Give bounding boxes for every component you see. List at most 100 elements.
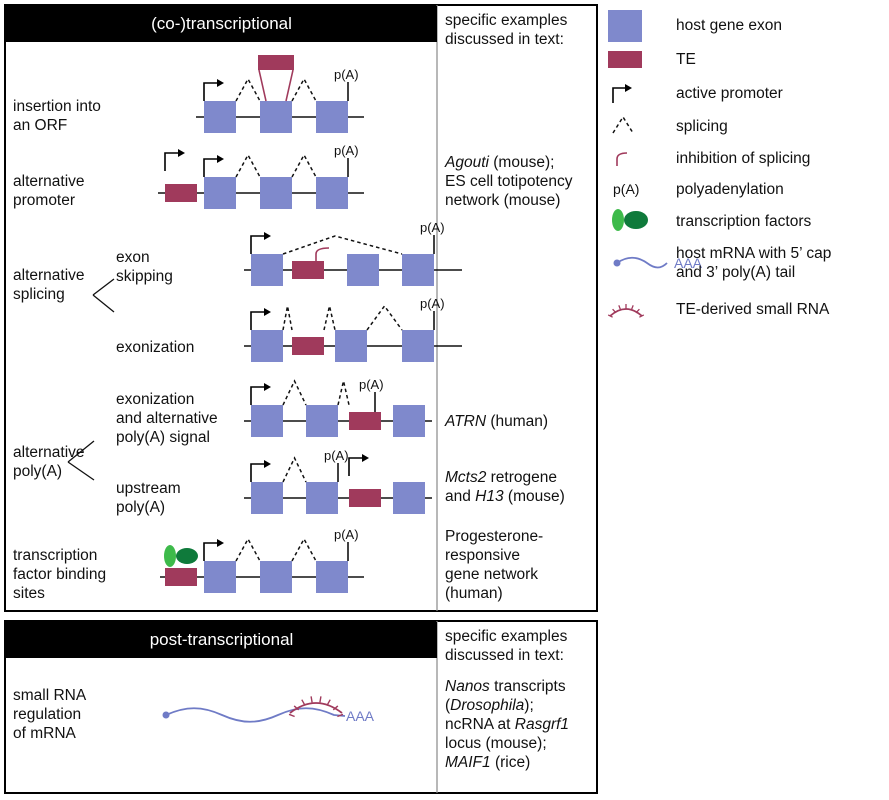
splicing-mark — [337, 380, 350, 406]
splicing-inhibition-mark — [315, 247, 330, 261]
te-box — [292, 337, 324, 355]
diagram-upstream-polya: p(A) — [244, 448, 432, 514]
legend-smallrna-tick — [618, 305, 622, 311]
legend-splicing-mark — [612, 115, 634, 134]
splicing-mark — [282, 456, 307, 483]
legend-tf-light — [612, 209, 624, 231]
small-rna-tick — [326, 699, 331, 706]
splicing-mark — [291, 537, 317, 562]
exon-box — [204, 561, 236, 593]
legend-splicing-label: splicing — [676, 118, 728, 135]
promoter-arrow — [164, 152, 179, 171]
legend-inhibition-label: inhibition of splicing — [676, 150, 811, 167]
splicing-mark — [235, 77, 261, 102]
polya-label: p(A) — [359, 377, 384, 392]
small-rna-tick — [310, 696, 313, 703]
exon-box — [306, 482, 338, 514]
promoter-arrowhead — [217, 155, 224, 163]
splicing-mark — [235, 537, 261, 562]
legend-tf-label: transcription factors — [676, 213, 812, 230]
te-insert-lines — [258, 69, 294, 102]
polya-label: p(A) — [420, 296, 445, 311]
exon-box — [316, 177, 348, 209]
diagram-exonization: p(A) — [244, 296, 462, 362]
small-rna-tick — [319, 696, 322, 703]
te-box — [165, 184, 197, 202]
legend-te-swatch — [608, 51, 642, 68]
promoter-arrow — [250, 386, 265, 405]
splicing-mark — [282, 379, 307, 406]
small-rna-arc — [289, 702, 343, 714]
legend-exon-swatch — [608, 10, 642, 42]
small-rna-tick — [293, 705, 300, 711]
splicing-mark — [282, 235, 403, 255]
example-atrn: ATRN (human) — [445, 413, 549, 430]
polya-label: p(A) — [334, 67, 359, 82]
cotranscriptional-panel-frame — [4, 4, 598, 612]
splicing-branch-lines — [92, 278, 115, 313]
polya-label: p(A) — [324, 448, 349, 463]
legend-tf-dark — [624, 211, 648, 229]
label-alt-splicing: alternative splicing — [13, 267, 85, 303]
promoter-arrowhead — [362, 454, 369, 462]
diagram-exon-skipping: p(A) — [244, 220, 462, 286]
legend-polya-symbol: p(A) — [613, 181, 640, 197]
splicing-mark — [282, 305, 293, 331]
diagram-tfbs: p(A) — [160, 527, 364, 593]
examples-header-post: specific examples discussed in text: — [445, 628, 568, 664]
exon-box — [316, 101, 348, 133]
exon-box — [393, 482, 425, 514]
diagram-insertion: p(A) — [196, 55, 364, 133]
splicing-mark — [366, 304, 403, 331]
splicing-mark — [323, 305, 336, 331]
te-box — [292, 261, 324, 279]
tf-light — [164, 545, 176, 567]
promoter-arrow — [203, 158, 218, 177]
legend-polya-label: polyadenylation — [676, 181, 784, 198]
splicing-mark — [235, 153, 261, 178]
label-small-rna: small RNA regulation of mRNA — [13, 687, 87, 742]
legend-mrna-strand — [616, 256, 668, 269]
legend-promoter-arrowhead — [625, 84, 632, 92]
example-alt-promoter: Agouti (mouse); ES cell totipotency netw… — [445, 154, 573, 209]
example-tfbs: Progesterone- responsive gene network (h… — [445, 528, 544, 602]
promoter-arrowhead — [264, 308, 271, 316]
label-upstream-polya: upstream poly(A) — [116, 480, 181, 516]
exon-box — [316, 561, 348, 593]
legend-smallrna-tick — [639, 314, 645, 318]
exon-box — [335, 330, 367, 362]
label-alt-promoter: alternative promoter — [13, 173, 85, 209]
label-tfbs: transcription factor binding sites — [13, 547, 107, 602]
examples-header-co: specific examples discussed in text: — [445, 12, 568, 48]
te-insert-box — [258, 55, 294, 70]
promoter-arrowhead — [217, 79, 224, 87]
te-box — [349, 489, 381, 507]
promoter-arrowhead — [264, 383, 271, 391]
legend-smallrna-tick — [635, 308, 640, 314]
tf-dark — [176, 548, 198, 564]
promoter-arrow — [250, 311, 265, 330]
posttranscriptional-panel-frame — [4, 620, 598, 794]
polya-label: p(A) — [420, 220, 445, 235]
exon-box — [347, 254, 379, 286]
legend-inhibition-mark — [616, 152, 628, 166]
polya-label: p(A) — [334, 527, 359, 542]
splicing-mark — [291, 153, 317, 178]
exon-box — [402, 330, 434, 362]
cotranscriptional-header: (co-)transcriptional — [6, 6, 437, 42]
legend-te-label: TE — [676, 51, 696, 68]
promoter-arrowhead — [217, 539, 224, 547]
label-exonization: exonization — [116, 339, 195, 356]
polya-label: p(A) — [334, 143, 359, 158]
legend-exon-label: host gene exon — [676, 17, 783, 34]
promoter-arrowhead — [264, 232, 271, 240]
exon-box — [260, 177, 292, 209]
te-box — [349, 412, 381, 430]
exon-box — [204, 177, 236, 209]
polya-branch-lines — [67, 440, 95, 481]
small-rna-tick — [288, 713, 295, 718]
label-exon-skipping: exon skipping — [116, 249, 173, 285]
te-box — [165, 568, 197, 586]
splicing-mark — [291, 77, 317, 102]
